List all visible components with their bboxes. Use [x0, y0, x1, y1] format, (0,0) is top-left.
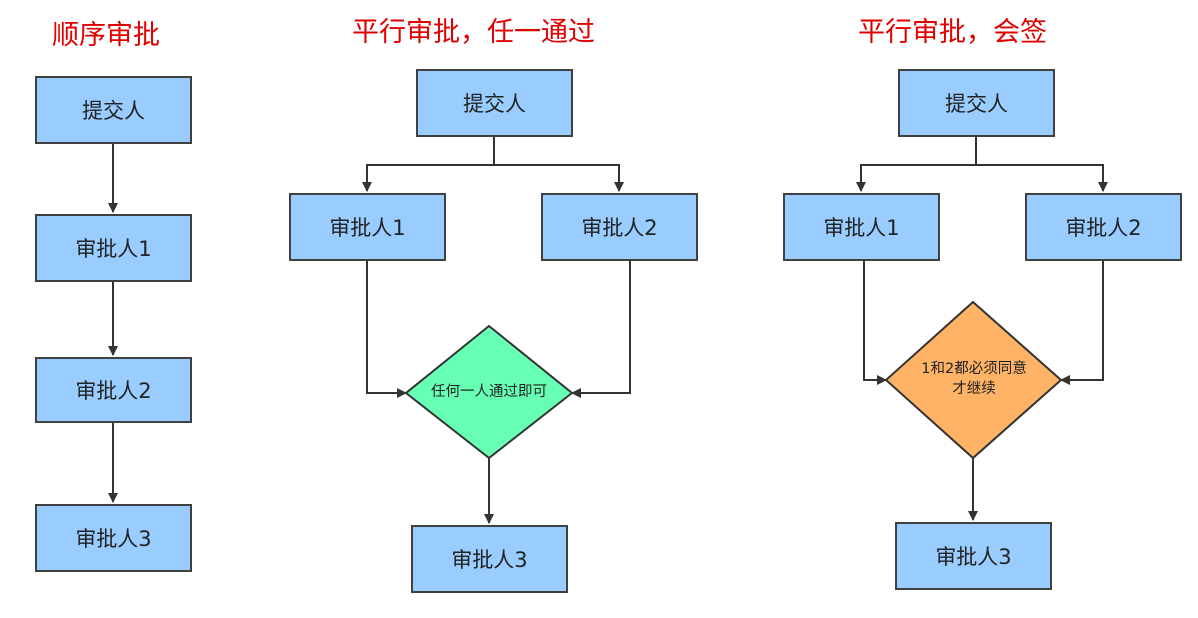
all-approver3-node: 审批人3	[895, 522, 1052, 590]
title-sequential: 顺序审批	[52, 20, 160, 51]
arrow-submitter-split-right	[494, 164, 624, 192]
parallel-all-connectors	[856, 136, 1108, 521]
seq-submitter-node: 提交人	[35, 76, 192, 144]
arrow-approver2-to-decision	[571, 261, 631, 398]
any-approver3-node: 审批人3	[411, 525, 568, 593]
title-parallel-any: 平行审批，任一通过	[352, 17, 595, 48]
all-decision-line1: 1和2都必须同意	[921, 361, 1027, 378]
parallel-any-connectors	[362, 136, 631, 524]
decision-diamond-any	[404, 324, 574, 460]
all-approver2-node: 审批人2	[1025, 193, 1182, 261]
arrow-approver2-to-decision	[1060, 261, 1104, 385]
seq-approver2-node: 审批人2	[35, 357, 192, 423]
arrow-submitter-split-right	[976, 164, 1108, 192]
seq-approver3-node: 审批人3	[35, 504, 192, 572]
arrow-submitter-split-left	[362, 136, 495, 192]
any-approver1-node: 审批人1	[289, 193, 446, 261]
all-submitter-node: 提交人	[898, 69, 1055, 137]
arrow-approver1-to-decision	[863, 261, 887, 385]
any-decision-label: 任何一人通过即可	[431, 384, 547, 401]
title-parallel-all: 平行审批，会签	[858, 17, 1047, 48]
any-submitter-node: 提交人	[416, 69, 573, 137]
any-approver2-node: 审批人2	[541, 193, 698, 261]
all-approver1-node: 审批人1	[783, 193, 940, 261]
decision-diamond-all	[884, 300, 1063, 460]
arrow-submitter-split-left	[856, 136, 977, 192]
all-decision-label: 1和2都必须同意 才继续	[890, 352, 1058, 408]
all-decision-line2: 才继续	[952, 381, 996, 397]
arrow-approver1-to-decision	[366, 261, 407, 398]
seq-approver1-node: 审批人1	[35, 214, 192, 282]
